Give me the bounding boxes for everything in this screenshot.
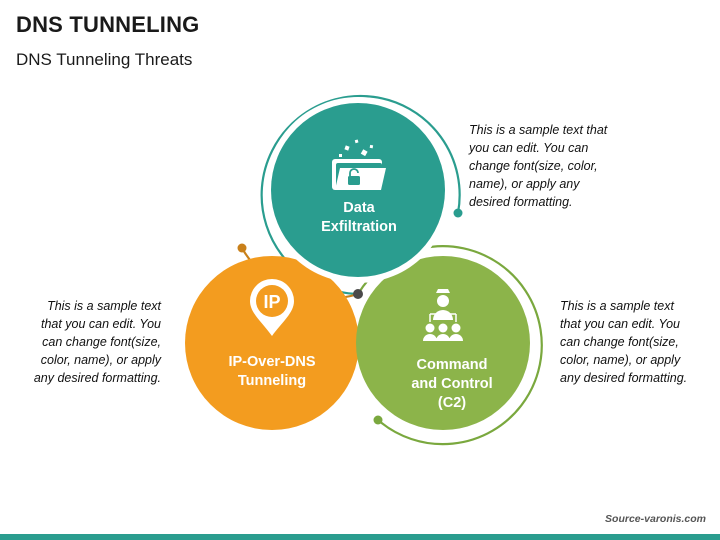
page-title: DNS TUNNELING	[16, 12, 200, 37]
node-label-line: (C2)	[437, 395, 467, 411]
description-command-and-control: This is a sample text that you can edit.…	[560, 299, 688, 385]
node-circle-ip-over-dns	[185, 256, 359, 430]
node-label-line: Tunneling	[237, 373, 307, 389]
node-label-ip-over-dns: IP-Over-DNS Tunneling	[212, 353, 332, 391]
node-label-line: IP-Over-DNS	[228, 354, 316, 370]
ip-icon-text: IP	[263, 292, 280, 312]
node-label-data-exfiltration: Data Exfiltration	[299, 199, 419, 237]
node-circle-command-and-control	[356, 256, 530, 430]
command-hierarchy-icon	[423, 289, 463, 341]
teal-ring-dot	[453, 208, 463, 218]
node-label-line: Command	[416, 357, 488, 373]
green-ring-dot	[373, 415, 383, 425]
source-credit: Source-varonis.com	[605, 513, 706, 525]
page-subtitle: DNS Tunneling Threats	[16, 50, 193, 69]
node-label-line: Data	[343, 200, 375, 216]
description-ip-over-dns: This is a sample text that you can edit.…	[33, 299, 161, 385]
description-data-exfiltration: This is a sample text that you can edit.…	[469, 123, 608, 209]
node-label-line: Exfiltration	[321, 219, 397, 235]
bottom-accent-bar	[0, 534, 720, 540]
center-junction-dot	[353, 289, 363, 299]
node-label-line: and Control	[411, 376, 493, 392]
node-label-command-and-control: Command and Control (C2)	[392, 356, 512, 413]
orange-ring-dot	[237, 243, 247, 253]
folder-unlock-icon	[332, 139, 386, 190]
ip-location-pin-icon: IP	[250, 279, 294, 336]
